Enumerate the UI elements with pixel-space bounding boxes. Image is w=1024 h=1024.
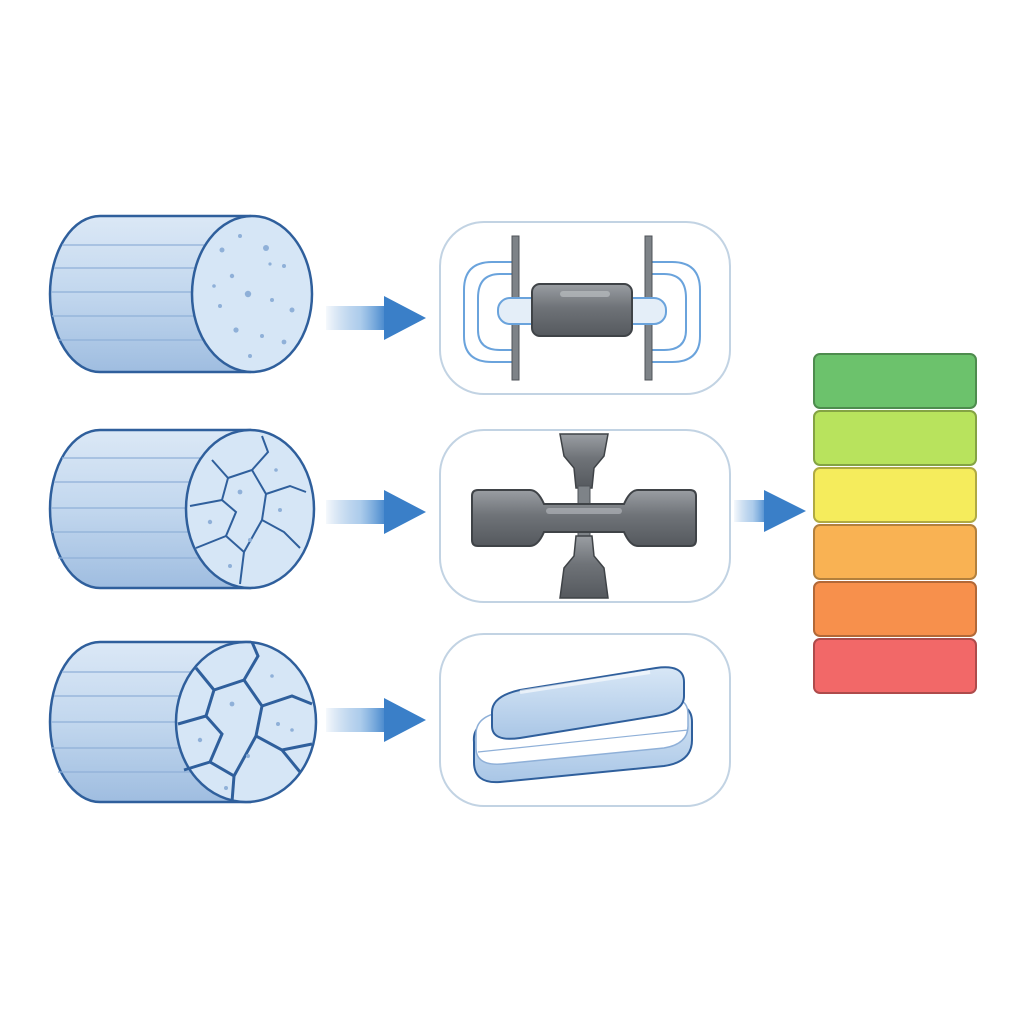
flow-arrow-2 bbox=[326, 490, 426, 534]
pore-dots bbox=[207, 468, 282, 568]
flow-arrow-to-scale bbox=[734, 490, 806, 532]
scale-level-3 bbox=[813, 467, 977, 523]
cylinder-face bbox=[190, 214, 314, 374]
scale-level-6 bbox=[813, 638, 977, 694]
pore-dots bbox=[197, 674, 294, 790]
flow-arrow-1 bbox=[326, 296, 426, 340]
layered-slab-icon bbox=[472, 666, 693, 784]
sample-cylinder-intact bbox=[48, 214, 314, 374]
pore-dots bbox=[212, 234, 295, 358]
crack-network bbox=[177, 641, 313, 803]
cylinder-face bbox=[174, 640, 318, 804]
test-fixture-icon bbox=[463, 235, 701, 381]
rating-scale bbox=[813, 353, 977, 694]
sample-cylinder-cracked bbox=[48, 428, 316, 590]
crack-network bbox=[189, 435, 307, 585]
dogbone-specimen-icon bbox=[471, 433, 697, 599]
laminated-slab-panel bbox=[439, 633, 731, 807]
scale-level-1 bbox=[813, 353, 977, 409]
tensile-specimen-panel bbox=[439, 429, 731, 603]
cylinder-face bbox=[184, 428, 316, 590]
scale-level-5 bbox=[813, 581, 977, 637]
flow-arrow-3 bbox=[326, 698, 426, 742]
scale-level-4 bbox=[813, 524, 977, 580]
sample-cylinder-heavily-cracked bbox=[48, 640, 318, 804]
scale-level-2 bbox=[813, 410, 977, 466]
test-rig-panel bbox=[439, 221, 731, 395]
